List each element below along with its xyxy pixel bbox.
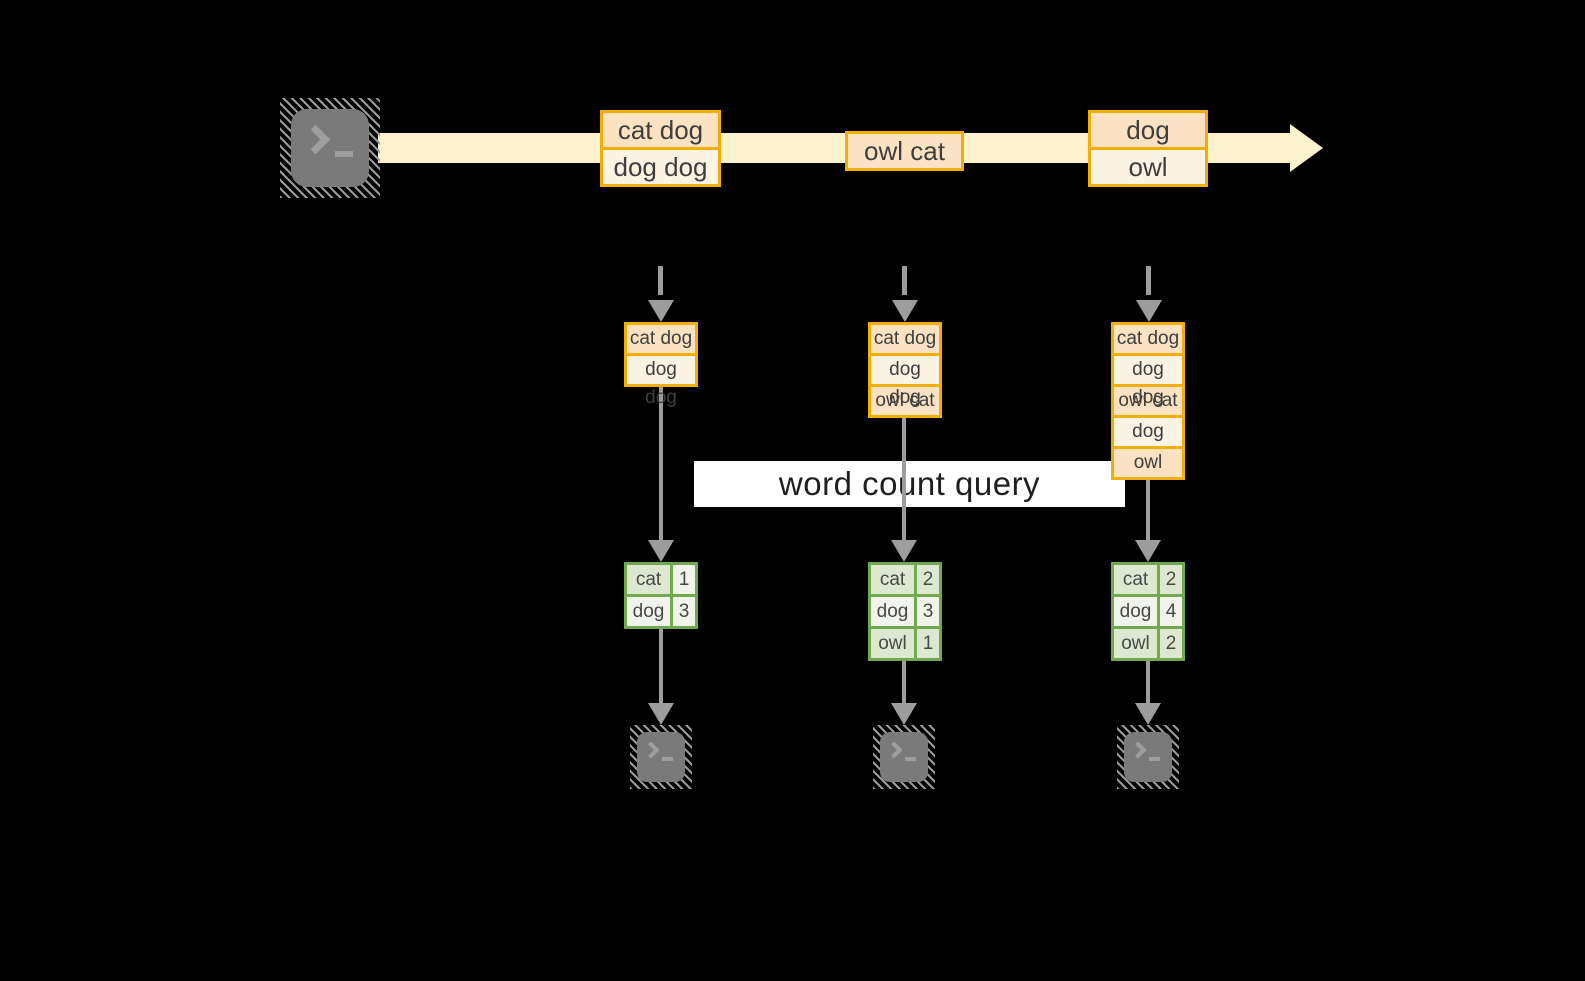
- terminal-cursor-icon: [662, 757, 673, 761]
- terminal-icon-body: [637, 732, 685, 782]
- count-cell: 1: [673, 565, 695, 594]
- micro-batch-line: dog dog: [871, 353, 939, 408]
- count-cell: 2: [1160, 565, 1182, 594]
- micro-batch-1: cat dog dog dog: [624, 322, 698, 408]
- word-cell: dog: [1114, 597, 1157, 626]
- micro-batch-3: cat dog dog dog owl cat dog owl: [1111, 322, 1185, 480]
- count-cell: 2: [917, 565, 939, 594]
- micro-batch-line: cat dog: [1114, 325, 1182, 353]
- micro-batch-line: cat dog: [871, 325, 939, 353]
- terminal-cursor-icon: [1149, 757, 1160, 761]
- stream-record: dog: [1091, 113, 1205, 147]
- terminal-prompt-icon: [300, 124, 331, 155]
- dashed-arrowhead: [648, 300, 674, 322]
- terminal-icon-body: [880, 732, 928, 782]
- arrow-line: [1146, 480, 1150, 540]
- micro-batch-line: owl cat: [1114, 384, 1182, 415]
- word-cell: cat: [871, 565, 914, 594]
- micro-batch-line: cat dog: [627, 325, 695, 353]
- count-cell: 3: [917, 597, 939, 626]
- arrow-line: [659, 387, 663, 540]
- dashed-arrow-line: [902, 266, 907, 295]
- stream-batch-2: owl cat: [845, 131, 964, 171]
- terminal-prompt-icon: [642, 741, 660, 759]
- word-count-table-2: cat 2 dog 3 owl 1: [868, 562, 942, 661]
- stream-record: owl: [1091, 147, 1205, 184]
- arrowhead: [648, 703, 674, 725]
- arrowhead: [891, 540, 917, 562]
- count-cell: 3: [673, 597, 695, 626]
- micro-batch-2: cat dog dog dog owl cat: [868, 322, 942, 418]
- terminal-icon: [1117, 725, 1179, 789]
- arrowhead: [891, 703, 917, 725]
- terminal-prompt-icon: [1129, 741, 1147, 759]
- count-cell: 1: [917, 629, 939, 658]
- word-cell: cat: [1114, 565, 1157, 594]
- stream-record: cat dog: [603, 113, 718, 147]
- arrowhead: [1135, 540, 1161, 562]
- word-cell: owl: [1114, 629, 1157, 658]
- arrow-line: [1146, 661, 1150, 703]
- count-cell: 4: [1160, 597, 1182, 626]
- word-cell: dog: [871, 597, 914, 626]
- arrow-line: [902, 418, 906, 540]
- arrowhead: [648, 540, 674, 562]
- micro-batch-line: owl: [1114, 446, 1182, 477]
- terminal-prompt-icon: [885, 741, 903, 759]
- count-cell: 2: [1160, 629, 1182, 658]
- stream-batch-3: dog owl: [1088, 110, 1208, 187]
- terminal-icon-body: [291, 109, 369, 187]
- word-cell: owl: [871, 629, 914, 658]
- terminal-icon-body: [1124, 732, 1172, 782]
- dashed-arrowhead: [1136, 300, 1162, 322]
- word-count-table-1: cat 1 dog 3: [624, 562, 698, 629]
- dashed-arrow-line: [1146, 266, 1151, 295]
- stream-arrowhead: [1290, 124, 1323, 172]
- micro-batch-line: owl cat: [871, 384, 939, 415]
- stream-record: dog dog: [603, 147, 718, 184]
- dashed-arrow-line: [658, 266, 663, 295]
- stream-record: owl cat: [848, 134, 961, 168]
- terminal-icon: [630, 725, 692, 789]
- micro-batch-line: dog: [1114, 415, 1182, 446]
- arrowhead: [1135, 703, 1161, 725]
- stream-batch-1: cat dog dog dog: [600, 110, 721, 187]
- word-cell: dog: [627, 597, 670, 626]
- arrow-line: [902, 661, 906, 703]
- terminal-icon: [280, 98, 380, 198]
- word-count-table-3: cat 2 dog 4 owl 2: [1111, 562, 1185, 661]
- word-cell: cat: [627, 565, 670, 594]
- terminal-cursor-icon: [335, 151, 353, 157]
- arrow-line: [659, 629, 663, 703]
- micro-batch-line: dog dog: [627, 353, 695, 408]
- micro-batch-line: dog dog: [1114, 353, 1182, 408]
- dashed-arrowhead: [892, 300, 918, 322]
- terminal-cursor-icon: [905, 757, 916, 761]
- terminal-icon: [873, 725, 935, 789]
- query-label: word count query: [694, 461, 1125, 507]
